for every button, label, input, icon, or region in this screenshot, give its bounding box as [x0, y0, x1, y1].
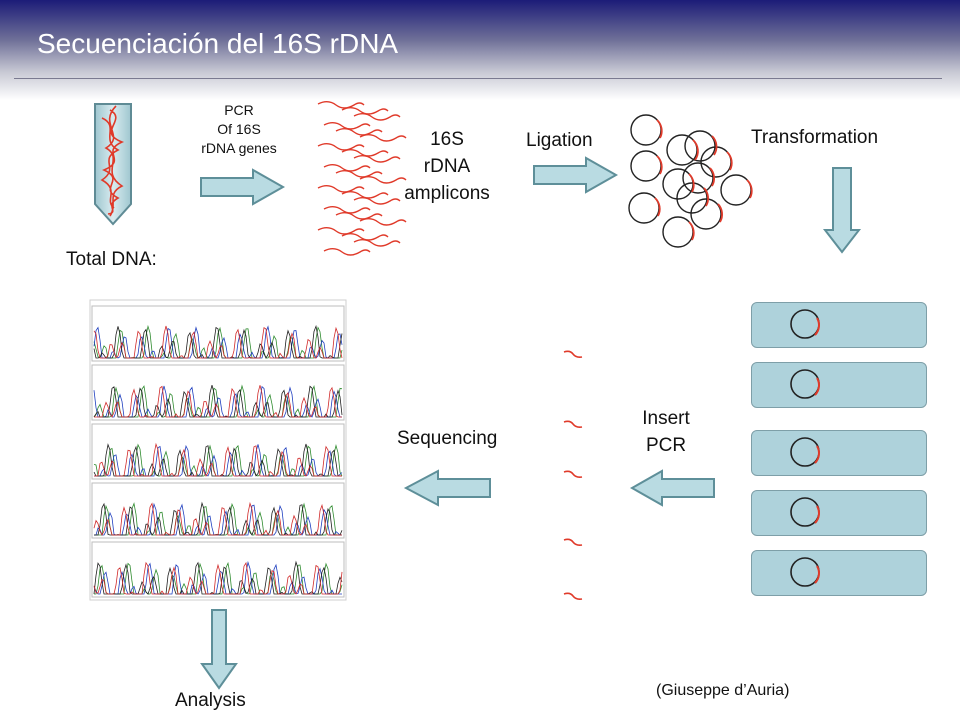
left-arrow-icon	[403, 469, 491, 507]
left-arrow-icon	[629, 469, 715, 507]
amplicon-squiggle	[353, 197, 401, 205]
amplicon-squiggle	[353, 239, 401, 247]
chromatogram-trace	[93, 324, 343, 359]
colony-box	[751, 362, 927, 408]
chromatogram-trace	[93, 325, 343, 359]
chromatogram-trace	[93, 501, 342, 536]
amplicon-squiggle	[341, 233, 389, 241]
transformation-label: Transformation	[751, 127, 879, 148]
amplicon-squiggle	[335, 212, 383, 220]
title-divider	[14, 78, 942, 79]
amplicon-squiggle	[335, 128, 383, 136]
down-arrow-icon	[822, 167, 862, 254]
colony-plasmids	[790, 309, 820, 587]
amplicon-squiggle	[359, 176, 407, 184]
colony-box	[751, 302, 927, 348]
chromatogram-trace	[93, 385, 343, 418]
insert-pcr-products	[563, 350, 583, 600]
amplicon-squiggle	[341, 149, 389, 157]
right-arrow-icon	[533, 156, 619, 194]
amplicons-label: 16S rDNA amplicons	[404, 129, 490, 204]
plasmid-cluster	[628, 114, 753, 248]
chromatogram-panel	[89, 299, 347, 601]
amplicon-squiggle	[323, 206, 371, 214]
credit-label: (Giuseppe d’Auria)	[656, 682, 790, 699]
chromatogram-row	[91, 541, 345, 598]
amplicon-squiggle	[317, 185, 365, 193]
amplicon-squiggle	[353, 155, 401, 163]
chromatogram-trace	[93, 560, 342, 595]
down-arrow-icon	[200, 609, 238, 690]
colony-box	[751, 550, 927, 596]
amplicon-squiggle	[359, 218, 407, 226]
amplicon-squiggle	[323, 164, 371, 172]
ligation-label: Ligation	[526, 130, 593, 151]
insert-pcr-label: Insert PCR	[642, 408, 690, 456]
chromatogram-trace	[94, 385, 342, 418]
amplicon-squiggles	[317, 101, 407, 256]
total-dna-label: Total DNA:	[66, 249, 157, 270]
sequencing-label: Sequencing	[397, 428, 498, 449]
chromatogram-trace	[93, 561, 343, 595]
amplicon-squiggle	[359, 134, 407, 142]
right-arrow-icon	[200, 168, 286, 206]
amplicon-squiggle	[335, 170, 383, 178]
amplicon-squiggle	[323, 122, 371, 130]
chromatogram-trace	[93, 384, 343, 418]
amplicon-squiggle	[317, 101, 365, 109]
colony-box	[751, 490, 927, 536]
colony-box	[751, 430, 927, 476]
chromatogram-trace	[94, 442, 343, 477]
amplicon-squiggle	[353, 113, 401, 121]
amplicon-squiggle	[341, 107, 389, 115]
amplicon-squiggle	[323, 248, 371, 256]
amplicon-squiggle	[317, 143, 365, 151]
amplicon-squiggle	[341, 191, 389, 199]
slide-header	[0, 0, 960, 100]
analysis-label: Analysis	[175, 690, 246, 711]
pcr-label: PCR Of 16S rDNA genes	[201, 102, 277, 156]
amplicon-squiggle	[317, 227, 365, 235]
test-tube-icon	[94, 103, 132, 226]
slide-title: Secuenciación del 16S rDNA	[37, 28, 399, 59]
chromatogram-row	[91, 364, 345, 421]
